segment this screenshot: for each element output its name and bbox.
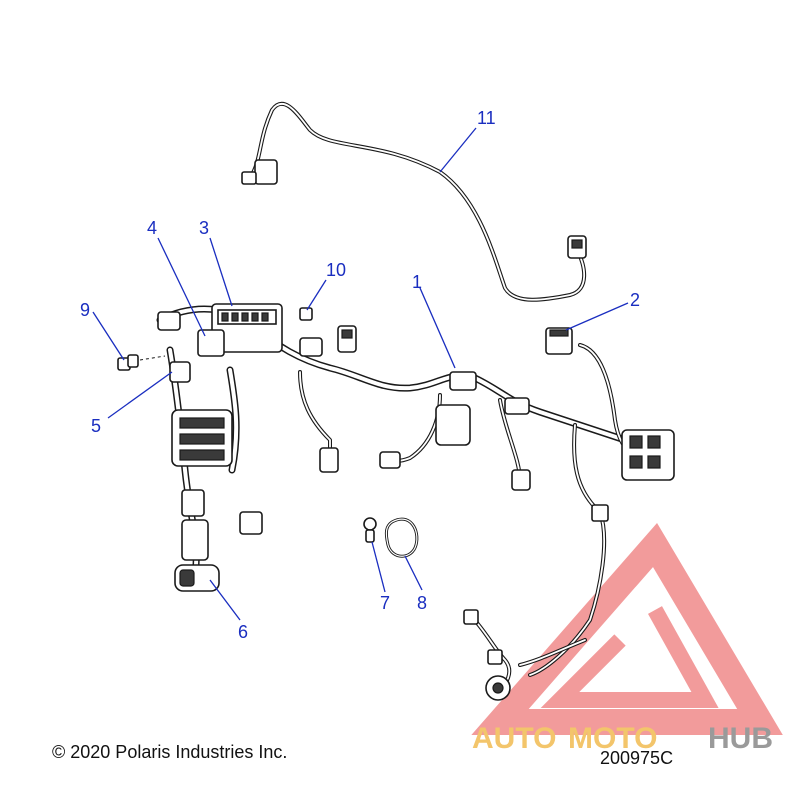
watermark-hub: HUB xyxy=(708,722,773,755)
part-8-tie xyxy=(384,517,419,558)
connector-lower-2 xyxy=(239,511,263,535)
loose-parts xyxy=(117,354,419,558)
callout-1: 1 xyxy=(412,272,422,292)
connector-left-low xyxy=(379,451,401,469)
connector-bottom-2 xyxy=(487,649,503,665)
sleeve xyxy=(504,397,530,415)
watermark-triangle-outer xyxy=(471,522,783,735)
callout-8: 8 xyxy=(417,593,427,613)
connector-10 xyxy=(299,307,313,321)
connector-right-low xyxy=(511,469,531,491)
connector-cluster xyxy=(435,404,471,446)
watermark-moto: MOTO xyxy=(568,722,657,755)
watermark-text: AUTO MOTO HUB xyxy=(472,722,773,755)
callouts: 1 2 3 4 5 6 7 8 9 10 11 xyxy=(80,108,640,642)
connector-left xyxy=(157,311,181,331)
watermark-triangle-inner xyxy=(540,606,719,708)
part-7-grommet xyxy=(363,517,377,543)
callout-10: 10 xyxy=(326,260,346,280)
callout-5: 5 xyxy=(91,416,101,436)
connector-center xyxy=(449,371,477,391)
connector-11a xyxy=(254,159,278,185)
connector-lower-1 xyxy=(181,489,205,517)
callout-11: 11 xyxy=(477,108,496,128)
harness-branch-11 xyxy=(241,101,587,302)
connector-11b xyxy=(241,171,257,185)
relay-4 xyxy=(197,329,225,357)
callout-3: 3 xyxy=(199,218,209,238)
connector-5 xyxy=(169,361,191,383)
callout-6: 6 xyxy=(238,622,248,642)
callout-leaders xyxy=(92,127,629,621)
callout-2: 2 xyxy=(630,290,640,310)
harness-connectors xyxy=(157,303,675,701)
connector-bottom-1 xyxy=(463,609,479,625)
watermark-auto: AUTO xyxy=(472,722,556,755)
copyright-text: © 2020 Polaris Industries Inc. xyxy=(52,742,288,762)
connector-bottom-3 xyxy=(591,504,609,522)
callout-9: 9 xyxy=(80,300,90,320)
callout-7: 7 xyxy=(380,593,390,613)
callout-4: 4 xyxy=(147,218,157,238)
connector-lower-3 xyxy=(181,519,209,561)
connector-mid-3 xyxy=(299,337,323,357)
connector-mid-2 xyxy=(319,447,339,473)
watermark-logo xyxy=(471,522,783,735)
part-9-clip xyxy=(117,354,166,371)
drawing-code: 200975C xyxy=(600,748,674,768)
